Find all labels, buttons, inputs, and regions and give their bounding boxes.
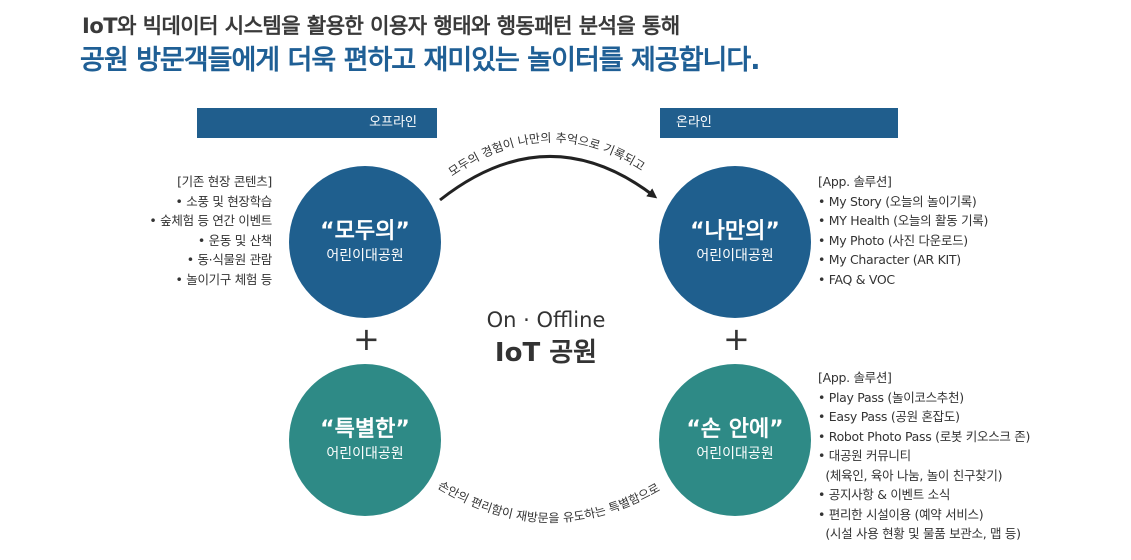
circle-online: “나만의” 어린이대공원 bbox=[659, 166, 811, 318]
header-line-2: 공원 방문객들에게 더욱 편하고 재미있는 놀이터를 제공합니다. bbox=[80, 45, 760, 76]
list-item: (체육인, 육아 나눔, 놀이 친구찾기) bbox=[818, 467, 1003, 483]
offline-content-list: [기존 현장 콘텐츠] • 소풍 및 현장학습 • 숲체험 등 연간 이벤트 •… bbox=[149, 172, 272, 289]
circle-special-sub: 어린이대공원 bbox=[326, 446, 404, 462]
list-item: • Robot Photo Pass (로봇 키오스크 존) bbox=[818, 428, 1031, 444]
circle-online-name: “나만의” bbox=[690, 219, 780, 244]
list-item: • 운동 및 산책 bbox=[197, 232, 272, 248]
circle-hand-name: “손 안에” bbox=[686, 417, 784, 442]
circle-hand-sub: 어린이대공원 bbox=[696, 446, 774, 462]
bottom-arc-text: 손안의 편리함이 재방문을 유도하는 특별함으로 bbox=[436, 478, 663, 525]
list-item: (시설 사용 현황 및 물품 보관소, 맵 등) bbox=[818, 526, 1021, 541]
list-item: • Play Pass (놀이코스추천) bbox=[818, 389, 964, 405]
list-item: • 편리한 시설이용 (예약 서비스) bbox=[818, 506, 984, 522]
list-item: • 대공원 커뮤니티 bbox=[818, 448, 911, 463]
list-item: • My Character (AR KIT) bbox=[818, 252, 961, 267]
list-item: • Easy Pass (공원 혼잡도) bbox=[818, 409, 960, 424]
top-arc-arrow bbox=[439, 155, 658, 202]
circle-special-name: “특별한” bbox=[320, 417, 410, 442]
list-item: • FAQ & VOC bbox=[818, 271, 895, 287]
list-item: [기존 현장 콘텐츠] bbox=[177, 174, 272, 189]
circle-online-sub: 어린이대공원 bbox=[696, 248, 774, 264]
online-label-bar: 온라인 bbox=[660, 108, 898, 138]
list-item: [App. 솔루션] bbox=[818, 174, 892, 189]
list-item: • 숲체험 등 연간 이벤트 bbox=[149, 213, 272, 228]
circle-special: “특별한” 어린이대공원 bbox=[289, 364, 441, 516]
header-line-1: IoT와 빅데이터 시스템을 활용한 이용자 행태와 행동패턴 분석을 통해 bbox=[82, 14, 680, 38]
list-item: • MY Health (오늘의 활동 기록) bbox=[818, 213, 989, 228]
circle-offline: “모두의” 어린이대공원 bbox=[289, 166, 441, 318]
circle-offline-name: “모두의” bbox=[320, 219, 410, 244]
list-item: • 놀이기구 체험 등 bbox=[175, 271, 273, 287]
list-item: [App. 솔루션] bbox=[818, 370, 892, 385]
list-item: • 소풍 및 현장학습 bbox=[175, 193, 273, 209]
center-title: On · Offline IoT 공원 bbox=[466, 305, 626, 371]
hand-solution-list: [App. 솔루션] • Play Pass (놀이코스추천) • Easy P… bbox=[818, 368, 1030, 544]
center-line-2: IoT 공원 bbox=[494, 338, 598, 368]
list-item: • My Photo (사진 다운로드) bbox=[818, 232, 968, 248]
offline-label-bar: 오프라인 bbox=[197, 108, 437, 138]
plus-right: + bbox=[723, 320, 750, 358]
circle-hand: “손 안에” 어린이대공원 bbox=[659, 364, 811, 516]
list-item: • My Story (오늘의 놀이기록) bbox=[818, 193, 977, 209]
list-item: • 동·식물원 관람 bbox=[186, 252, 273, 267]
plus-left: + bbox=[353, 320, 380, 358]
list-item: • 공지사항 & 이벤트 소식 bbox=[818, 487, 951, 502]
online-solution-list: [App. 솔루션] • My Story (오늘의 놀이기록) • MY He… bbox=[818, 172, 988, 289]
circle-offline-sub: 어린이대공원 bbox=[326, 248, 404, 264]
center-line-1: On · Offline bbox=[486, 308, 606, 332]
